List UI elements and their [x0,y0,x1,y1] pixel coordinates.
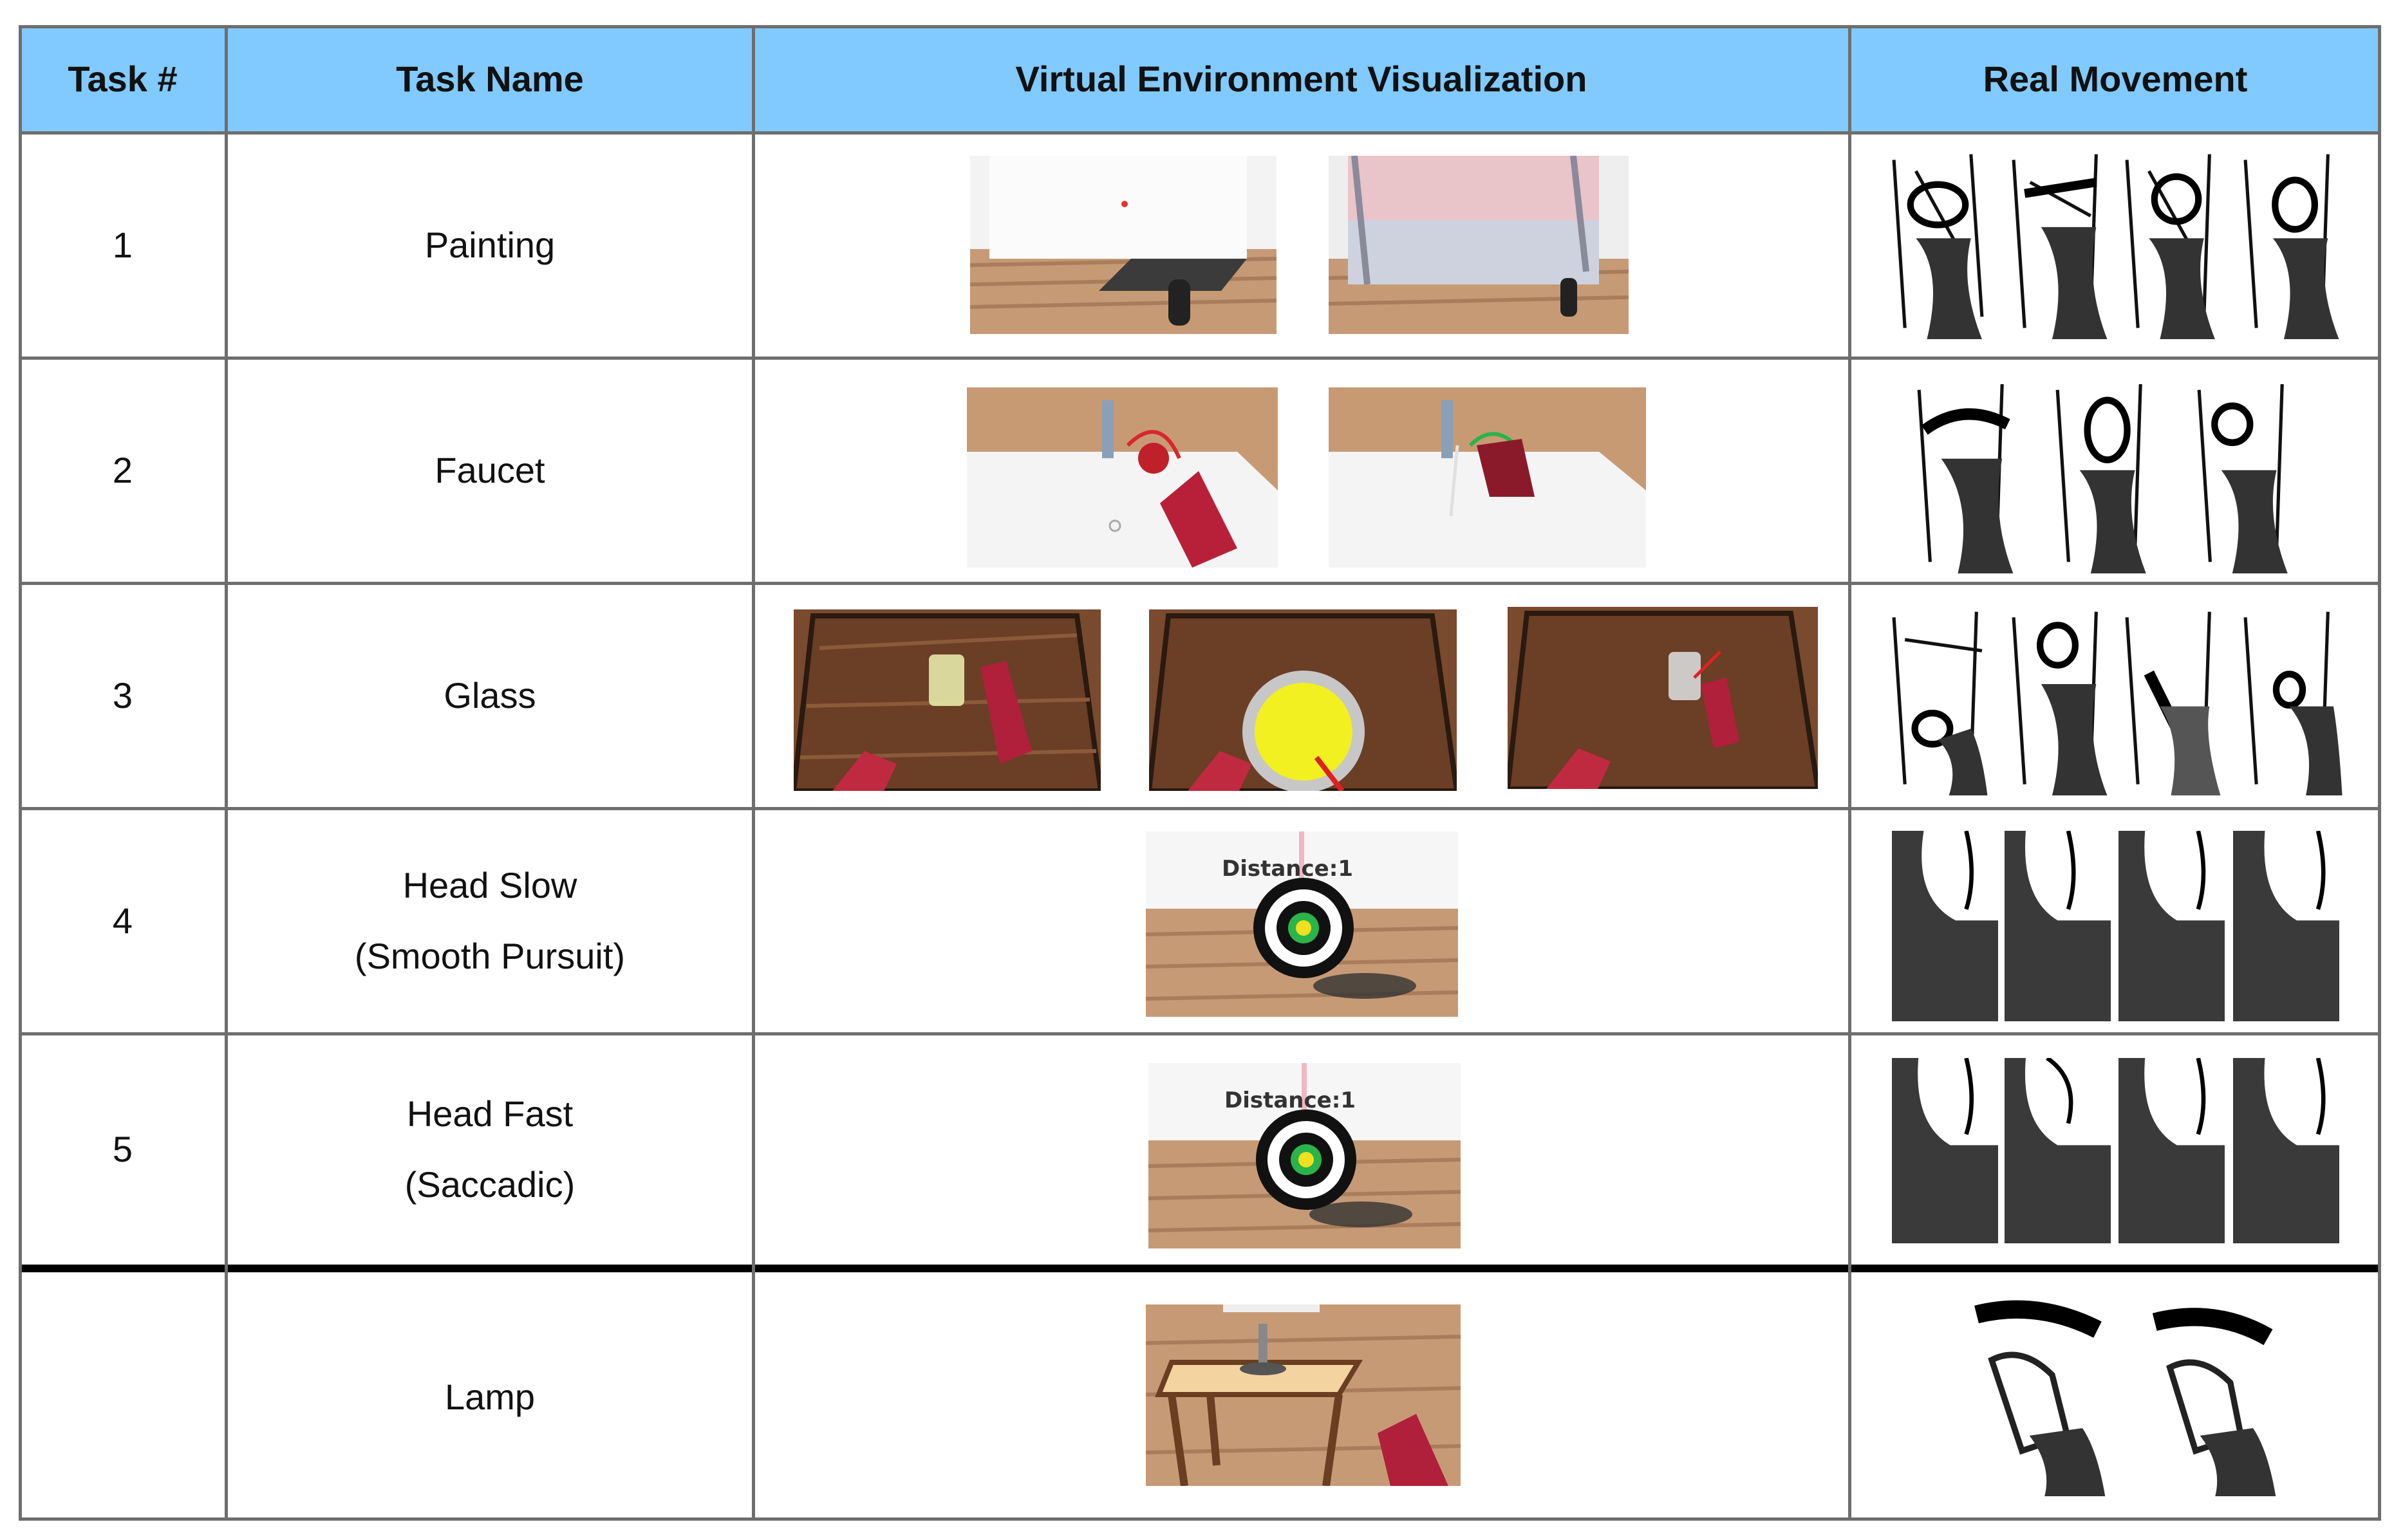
row-3-real-movement-sketch-1 [1883,606,1993,795]
row-divider-4 [19,1032,2381,1035]
row-4-name-line-2: (Smooth Pursuit) [354,936,626,976]
row-1-task-name: Painting [424,225,556,265]
row-6-task-name: Lamp [444,1376,536,1417]
task-table: Task # Task Name Virtual Environment Vis… [19,25,2381,1521]
row-2-real-movement-sketch-3 [2188,378,2299,573]
row-5-name-line-1: Head Fast [406,1093,574,1134]
row-4-name-line-1: Head Slow [402,865,577,905]
row-divider-header [19,131,2381,135]
faucet-green-handle-image [1329,387,1646,568]
painting-landscape-canvas-image [1329,156,1629,334]
column-divider-2 [752,25,755,1521]
row-1-real-movement-sketch-3 [2116,149,2226,339]
lamp-table-image [1146,1304,1461,1486]
glass-drinking-image [1149,609,1457,791]
head-fast-target-image: Distance:1 [1148,1063,1461,1248]
header-virtual-environment: Virtual Environment Visualization [1015,59,1587,99]
faucet-red-handle-image [967,387,1278,568]
head-fast-distance-label: Distance:1 [1224,1088,1356,1113]
header-real-movement: Real Movement [1983,59,2248,99]
row-2-task-name: Faucet [435,450,545,490]
header-task-name: Task Name [396,59,584,99]
row-5-real-movement-sketch-4 [2233,1058,2339,1243]
row-5-task-number: 5 [112,1129,133,1169]
table-border-right [2378,25,2381,1521]
glass-held-image [794,609,1101,791]
table-border-bottom [19,1517,2381,1521]
row-6-real-movement-sketch-2 [2132,1299,2283,1496]
row-1-real-movement-sketch-2 [2003,149,2113,339]
row-4-real-movement-sketch-2 [2005,831,2111,1021]
row-2-real-movement-sketch-2 [2046,378,2157,573]
row-1-real-movement-sketch-1 [1883,149,1993,339]
row-divider-2 [19,582,2381,585]
row-4-real-movement-sketch-3 [2118,831,2225,1021]
row-4-real-movement-sketch-1 [1892,831,1998,1021]
row-divider-1 [19,357,2381,360]
row-1-task-number: 1 [112,225,133,265]
head-slow-distance-label: Distance:1 [1222,856,1353,882]
row-5-real-movement-sketch-2 [2005,1058,2111,1243]
row-divider-3 [19,807,2381,810]
table-border-left [19,25,22,1521]
row-4-task-name: Head Slow (Smooth Pursuit) [227,808,753,1034]
row-5-name-line-2: (Saccadic) [404,1164,575,1205]
row-2-task-number: 2 [112,450,133,490]
row-4-task-number: 4 [112,900,133,941]
row-3-real-movement-sketch-4 [2234,606,2344,795]
row-3-real-movement-sketch-3 [2116,606,2226,795]
row-5-real-movement-sketch-1 [1892,1058,1998,1243]
column-divider-1 [225,25,228,1521]
row-5-task-name: Head Fast (Saccadic) [227,1034,753,1265]
painting-blank-canvas-image [970,156,1276,334]
row-6-real-movement-sketch-1 [1961,1299,2113,1496]
head-slow-target-image: Distance:1 [1146,831,1458,1017]
row-divider-thick [19,1265,2381,1272]
header-task-number: Task # [68,59,178,99]
row-2-real-movement-sketch-1 [1908,378,2019,573]
column-divider-3 [1848,25,1851,1521]
row-5-real-movement-sketch-3 [2118,1058,2225,1243]
glass-placed-image [1508,607,1818,789]
row-3-real-movement-sketch-2 [2003,606,2113,795]
row-6-task-number [19,1273,227,1521]
row-3-task-number: 3 [112,675,133,716]
row-4-real-movement-sketch-4 [2233,831,2339,1021]
row-1-real-movement-sketch-4 [2234,149,2344,339]
table-header-row: Task # Task Name Virtual Environment Vis… [19,25,2381,133]
table-border-top [19,25,2381,28]
row-3-task-name: Glass [444,675,536,716]
